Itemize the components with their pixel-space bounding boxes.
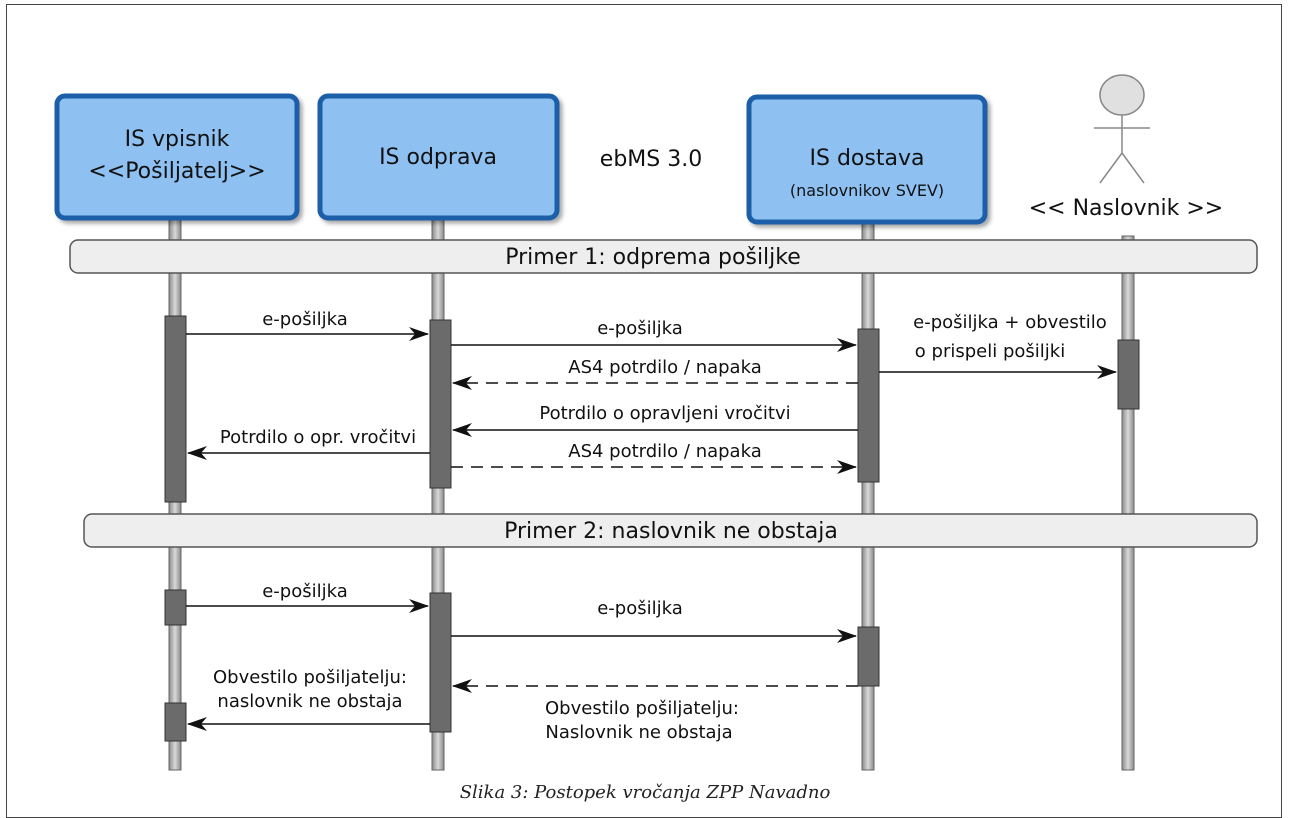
m5-label: Potrdilo o opravljeni vročitvi	[539, 403, 790, 424]
fragment-1-label: Primer 1: odprema pošiljke	[505, 245, 801, 270]
activation-odprava-1	[429, 319, 452, 489]
m3-label-line2: o prispeli pošiljki	[915, 341, 1065, 362]
figure-caption: Slika 3: Postopek vročanja ZPP Navadno	[459, 782, 831, 803]
m10-label-line2: Naslovnik ne obstaja	[545, 722, 732, 743]
dostava-subtitle: (naslovnikov SVEV)	[790, 181, 944, 200]
message-m6: Potrdilo o opr. vročitvi	[187, 427, 430, 460]
m11-label-line1: Obvestilo pošiljatelju:	[213, 667, 407, 688]
dostava-title: IS dostava	[810, 146, 925, 171]
m11-label-line2: naslovnik ne obstaja	[217, 691, 402, 712]
m2-label: e-pošiljka	[597, 318, 683, 339]
activation-vpisnik-2	[164, 589, 187, 626]
message-m2: e-pošiljka	[451, 318, 857, 352]
message-m10: Obvestilo pošiljatelju: Naslovnik ne obs…	[452, 679, 858, 743]
message-m5: Potrdilo o opravljeni vročitvi	[452, 403, 858, 437]
m9-label: e-pošiljka	[597, 598, 683, 619]
message-m1: e-pošiljka	[186, 309, 429, 341]
message-m8: e-pošiljka	[186, 581, 429, 613]
message-m3: e-pošiljka + obvestilo o prispeli pošilj…	[879, 312, 1117, 379]
participant-vpisnik: IS vpisnik <<Pošiljatelj>>	[54, 93, 300, 221]
fragment-primer-2: Primer 2: naslovnik ne obstaja	[83, 513, 1258, 548]
fragment-primer-1: Primer 1: odprema pošiljke	[69, 239, 1258, 274]
activation-odprava-2	[429, 592, 452, 733]
activation-vpisnik-3	[164, 702, 187, 742]
m4-label: AS4 potrdilo / napaka	[568, 357, 761, 378]
activation-dostava-2	[857, 626, 880, 687]
message-m9: e-pošiljka	[451, 598, 857, 643]
m3-label-line1: e-pošiljka + obvestilo	[913, 312, 1107, 333]
message-m7: AS4 potrdilo / napaka	[451, 441, 857, 474]
activation-dostava-1	[857, 328, 880, 483]
protocol-label: ebMS 3.0	[600, 147, 702, 172]
stick-figure-actor-icon	[1094, 74, 1150, 184]
participant-dostava: IS dostava (naslovnikov SVEV)	[746, 94, 988, 225]
fragment-2-label: Primer 2: naslovnik ne obstaja	[504, 519, 838, 544]
activation-naslovnik-1	[1117, 339, 1140, 410]
odprava-title: IS odprava	[379, 145, 497, 170]
message-m11: Obvestilo pošiljatelju: naslovnik ne obs…	[187, 667, 430, 731]
message-m4: AS4 potrdilo / napaka	[452, 357, 858, 390]
participant-odprava: IS odprava	[317, 93, 560, 221]
activation-vpisnik-1	[164, 315, 187, 503]
m7-label: AS4 potrdilo / napaka	[568, 441, 761, 462]
vpisnik-title: IS vpisnik	[125, 127, 230, 152]
m6-label: Potrdilo o opr. vročitvi	[220, 427, 416, 448]
lifeline-dostava	[861, 221, 875, 771]
lifeline-naslovnik	[1121, 235, 1135, 771]
naslovnik-label: << Naslovnik >>	[1029, 196, 1224, 221]
m1-label: e-pošiljka	[262, 309, 348, 330]
vpisnik-role: <<Pošiljatelj>>	[88, 159, 265, 184]
m10-label-line1: Obvestilo pošiljatelju:	[545, 698, 739, 719]
m8-label: e-pošiljka	[262, 581, 348, 602]
